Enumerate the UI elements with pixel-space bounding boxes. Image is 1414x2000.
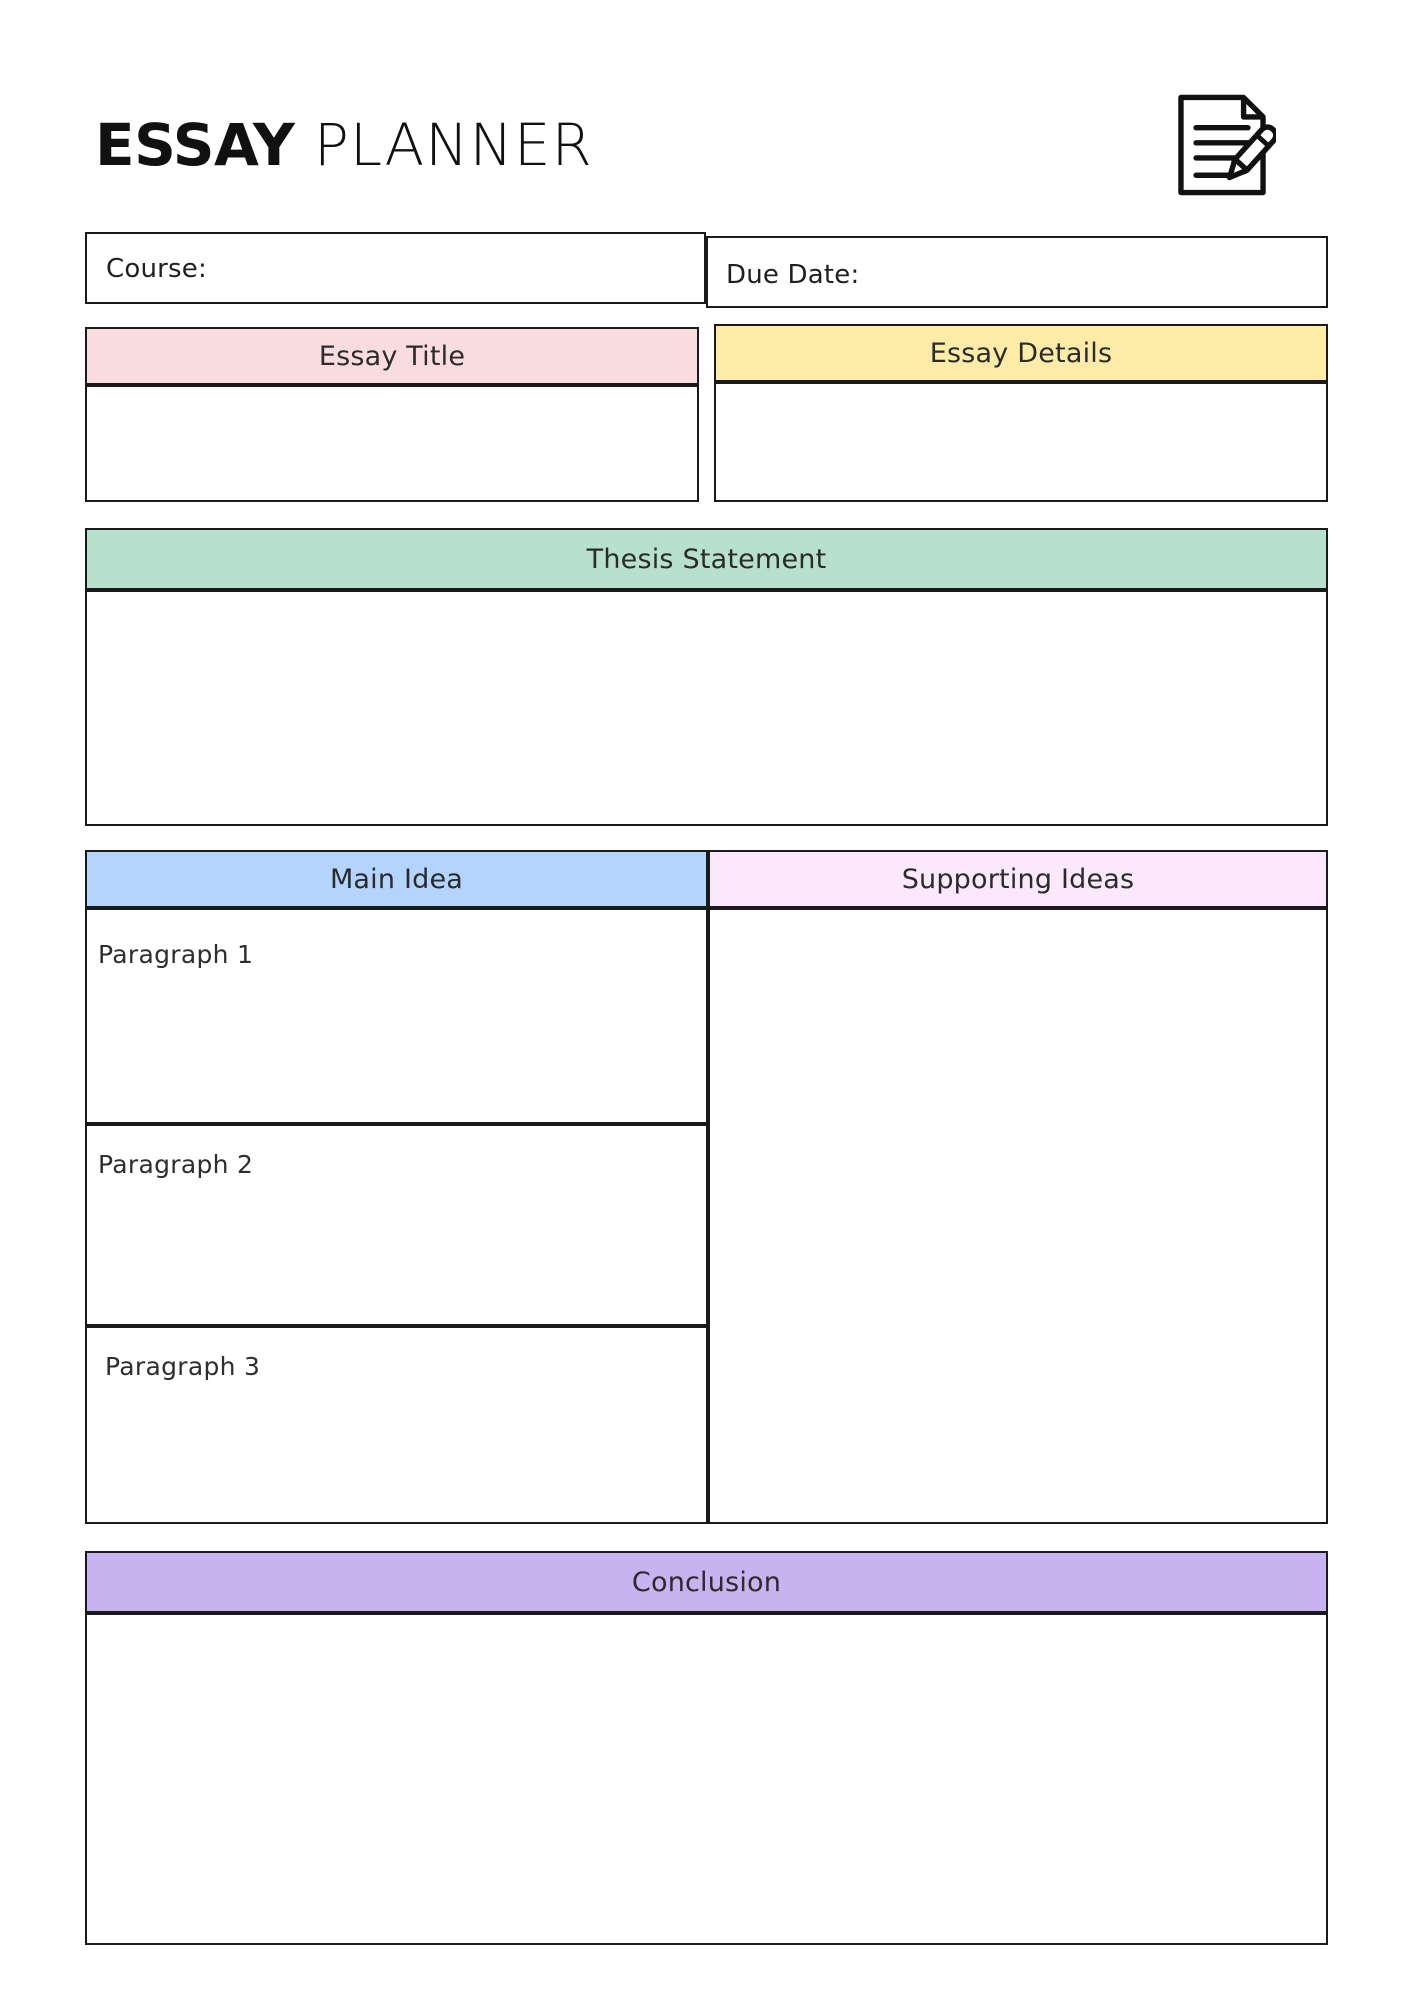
paragraph-1-input[interactable] xyxy=(85,908,708,1124)
thesis-statement-heading: Thesis Statement xyxy=(586,543,827,575)
document-pencil-icon xyxy=(1178,94,1276,196)
page-title-strong: ESSAY xyxy=(95,111,295,179)
paragraph-1-label: Paragraph 1 xyxy=(98,940,254,969)
main-idea-heading: Main Idea xyxy=(329,863,464,895)
page-title-light: PLANNER xyxy=(294,111,593,179)
essay-details-header: Essay Details xyxy=(714,324,1328,382)
course-label: Course: xyxy=(106,254,207,284)
conclusion-header: Conclusion xyxy=(85,1551,1328,1613)
due-date-label: Due Date: xyxy=(726,260,860,290)
paragraph-2-label: Paragraph 2 xyxy=(98,1150,254,1179)
supporting-ideas-heading: Supporting Ideas xyxy=(901,863,1135,895)
essay-details-heading: Essay Details xyxy=(929,337,1113,369)
essay-title-heading: Essay Title xyxy=(318,340,466,372)
main-idea-header: Main Idea xyxy=(85,850,708,908)
thesis-statement-input[interactable] xyxy=(85,590,1328,826)
paragraph-2-input[interactable] xyxy=(85,1124,708,1326)
essay-details-input[interactable] xyxy=(714,382,1328,502)
paragraph-3-label: Paragraph 3 xyxy=(105,1352,261,1381)
due-date-field[interactable] xyxy=(706,236,1328,308)
page-title: ESSAY PLANNER xyxy=(85,116,593,174)
supporting-ideas-header: Supporting Ideas xyxy=(708,850,1328,908)
page-header: ESSAY PLANNER xyxy=(85,80,1328,210)
conclusion-heading: Conclusion xyxy=(631,1566,782,1598)
essay-title-input[interactable] xyxy=(85,385,699,502)
essay-title-header: Essay Title xyxy=(85,327,699,385)
supporting-ideas-input[interactable] xyxy=(708,908,1328,1524)
course-field[interactable] xyxy=(85,232,706,304)
paragraph-3-input[interactable] xyxy=(85,1326,708,1524)
thesis-statement-header: Thesis Statement xyxy=(85,528,1328,590)
conclusion-input[interactable] xyxy=(85,1613,1328,1945)
